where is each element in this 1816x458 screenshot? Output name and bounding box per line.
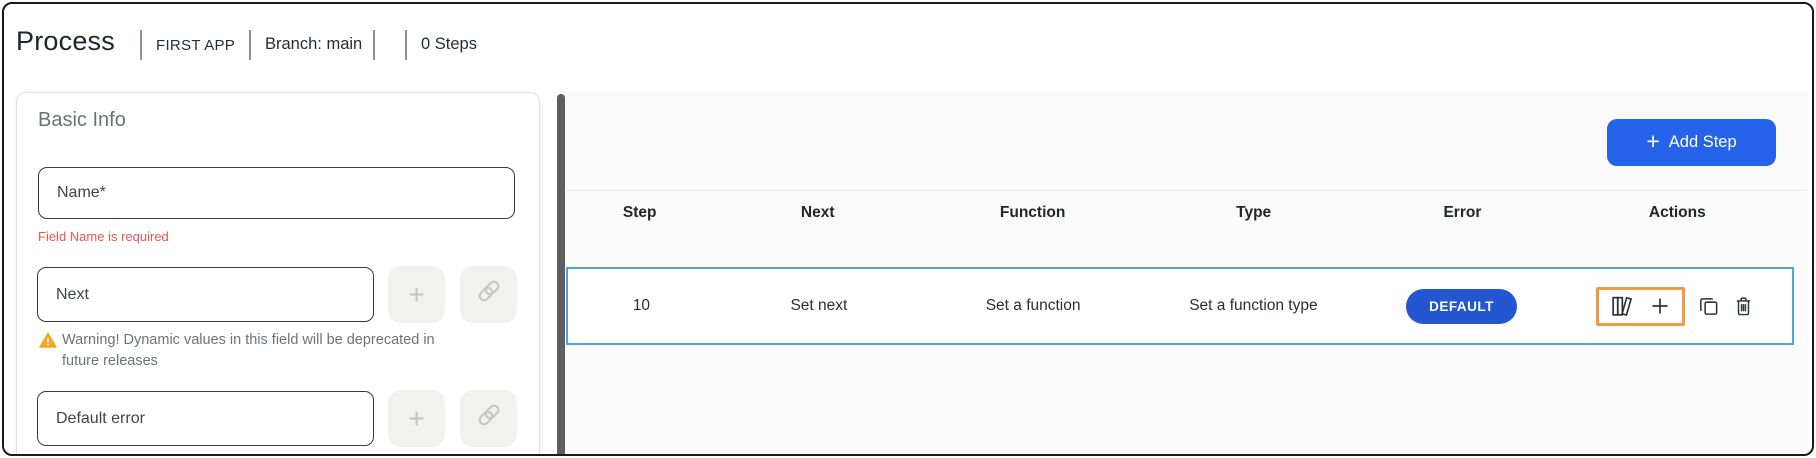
name-required-error: Field Name is required [38, 229, 169, 244]
actions-highlight-box [1596, 286, 1686, 326]
add-substep-button[interactable] [1648, 294, 1672, 318]
steps-count: 0 Steps [421, 35, 477, 53]
add-step-button[interactable]: + Add Step [1607, 119, 1776, 166]
cell-function: Set a function [985, 297, 1081, 314]
add-step-label: Add Step [1668, 133, 1737, 151]
warning-triangle-icon [38, 331, 58, 372]
default-error-badge[interactable]: DEFAULT [1406, 288, 1517, 324]
next-input-label: Next [56, 285, 89, 303]
next-link-button[interactable] [460, 266, 517, 323]
deprecation-warning-text: Warning! Dynamic values in this field wi… [62, 332, 435, 369]
copy-icon [1697, 295, 1720, 318]
table-top-divider [567, 190, 1806, 191]
library-books-icon [1609, 294, 1634, 319]
header-divider [373, 30, 375, 60]
header-divider [140, 30, 142, 60]
cell-step: 10 [632, 297, 651, 314]
cell-type: Set a function type [1189, 297, 1318, 314]
steps-panel: + Add Step Step Next Function Type Error… [565, 92, 1808, 454]
header-divider [249, 30, 251, 60]
column-header-type: Type [1236, 204, 1272, 221]
name-input[interactable]: Name* [38, 167, 515, 219]
table-header-row: Step Next Function Type Error Actions [566, 191, 1794, 235]
default-error-link-button[interactable] [460, 390, 517, 447]
delete-step-button[interactable] [1732, 295, 1755, 318]
basic-info-title: Basic Info [38, 109, 126, 131]
plus-icon: + [408, 278, 425, 310]
column-header-next: Next [800, 204, 835, 221]
default-error-add-button[interactable]: + [388, 390, 445, 447]
cell-next: Set next [790, 297, 848, 314]
trash-icon [1732, 295, 1755, 318]
name-input-label: Name* [57, 184, 106, 201]
link-icon [476, 402, 502, 435]
plus-icon: + [1646, 128, 1660, 154]
copy-step-button[interactable] [1697, 295, 1720, 318]
column-header-function: Function [999, 204, 1066, 221]
column-header-error: Error [1443, 204, 1482, 221]
library-books-button[interactable] [1609, 294, 1634, 319]
app-name: FIRST APP [156, 37, 236, 54]
header-divider [405, 30, 407, 60]
cell-error: DEFAULT [1364, 288, 1560, 324]
default-error-input-label: Default error [56, 409, 145, 427]
deprecation-warning: Warning! Dynamic values in this field wi… [38, 330, 478, 372]
page-title: Process [16, 26, 115, 56]
panel-resize-handle[interactable] [557, 94, 565, 454]
basic-info-panel: Basic Info Name* Field Name is required … [16, 92, 540, 454]
plus-icon: + [408, 402, 425, 434]
default-error-input[interactable]: Default error [37, 391, 374, 446]
branch-label: Branch: main [265, 35, 363, 53]
next-input[interactable]: Next [37, 267, 374, 322]
next-add-button[interactable]: + [388, 266, 445, 323]
column-header-step: Step [622, 204, 657, 221]
cell-actions [1559, 286, 1792, 326]
column-header-actions: Actions [1648, 204, 1706, 221]
link-icon [476, 278, 502, 311]
plus-icon [1648, 294, 1672, 318]
step-table-row[interactable]: 10 Set next Set a function Set a functio… [566, 267, 1794, 345]
